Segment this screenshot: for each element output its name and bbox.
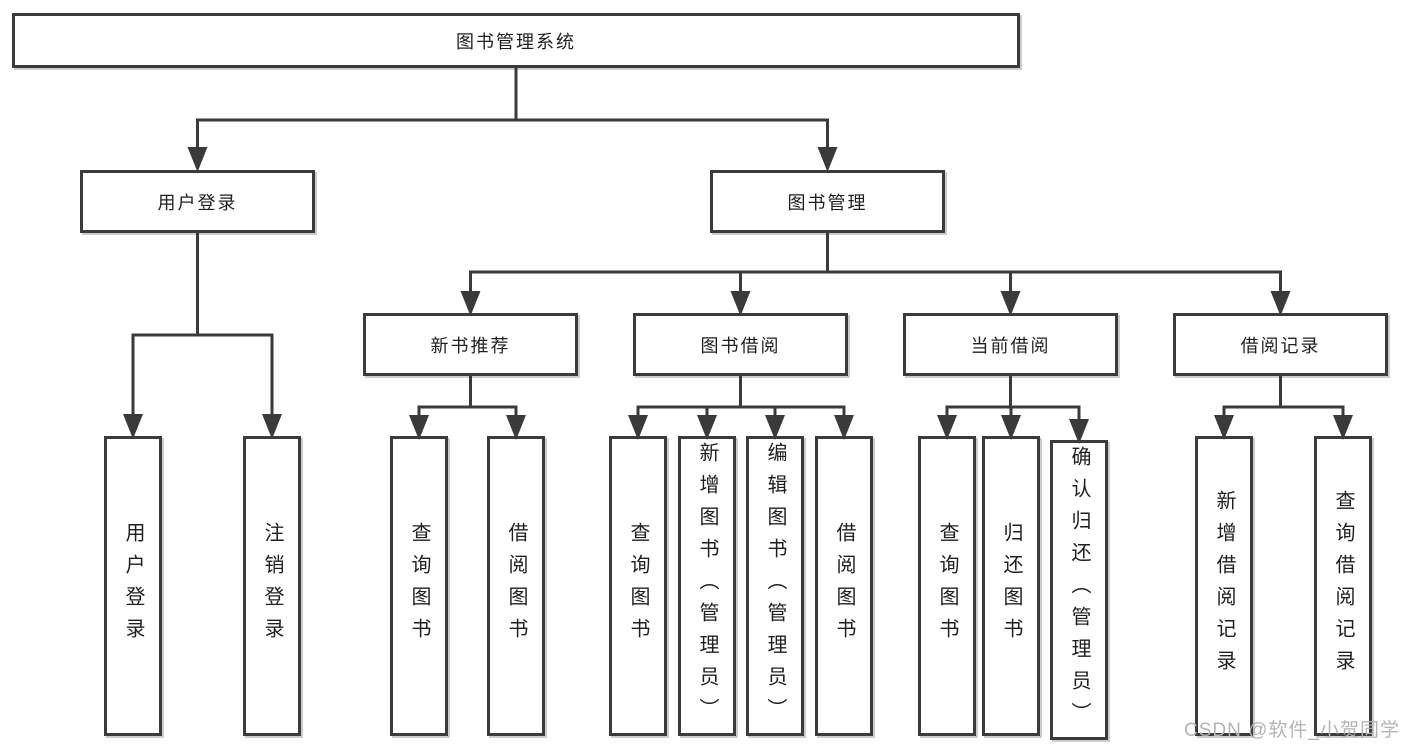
node-book-management: 图书管理 bbox=[710, 170, 945, 233]
leaf-newbook-borrow: 借阅图书 bbox=[487, 436, 545, 736]
leaf-record-query-label: 查询借阅记录 bbox=[1332, 490, 1354, 682]
leaf-borrow-query-label: 查询图书 bbox=[627, 522, 649, 650]
leaf-current-query-label: 查询图书 bbox=[936, 522, 958, 650]
leaf-borrow-book: 借阅图书 bbox=[815, 436, 873, 736]
node-new-book-recommend-label: 新书推荐 bbox=[430, 335, 511, 356]
leaf-record-query: 查询借阅记录 bbox=[1314, 436, 1372, 736]
node-book-borrow: 图书借阅 bbox=[633, 313, 848, 376]
node-user-login-label: 用户登录 bbox=[157, 192, 238, 213]
leaf-record-add-label: 新增借阅记录 bbox=[1213, 490, 1235, 682]
leaf-borrow-book-label: 借阅图书 bbox=[833, 522, 855, 650]
leaf-borrow-query: 查询图书 bbox=[609, 436, 667, 736]
node-current-borrow-label: 当前借阅 bbox=[970, 335, 1051, 356]
node-book-management-label: 图书管理 bbox=[787, 192, 868, 213]
leaf-newbook-query: 查询图书 bbox=[390, 436, 448, 736]
leaf-user-login-label: 用户登录 bbox=[122, 522, 144, 650]
node-root-label: 图书管理系统 bbox=[456, 31, 576, 52]
leaf-record-add: 新增借阅记录 bbox=[1195, 436, 1253, 736]
leaf-borrow-add-admin: 新增图书（管理员） bbox=[678, 436, 736, 736]
leaf-newbook-query-label: 查询图书 bbox=[408, 522, 430, 650]
leaf-logout-label: 注销登录 bbox=[261, 522, 283, 650]
leaf-confirm-return-admin-label: 确认归还（管理员） bbox=[1068, 446, 1090, 734]
node-user-login: 用户登录 bbox=[80, 170, 315, 233]
leaf-user-login: 用户登录 bbox=[104, 436, 162, 736]
leaf-borrow-edit-admin-label: 编辑图书（管理员） bbox=[764, 442, 786, 730]
node-root: 图书管理系统 bbox=[12, 13, 1020, 68]
leaf-borrow-edit-admin: 编辑图书（管理员） bbox=[746, 436, 804, 736]
leaf-newbook-borrow-label: 借阅图书 bbox=[505, 522, 527, 650]
leaf-borrow-add-admin-label: 新增图书（管理员） bbox=[696, 442, 718, 730]
leaf-confirm-return-admin: 确认归还（管理员） bbox=[1050, 440, 1108, 740]
node-current-borrow: 当前借阅 bbox=[903, 313, 1118, 376]
node-borrow-records-label: 借阅记录 bbox=[1240, 335, 1321, 356]
leaf-current-return-label: 归还图书 bbox=[1000, 522, 1022, 650]
node-book-borrow-label: 图书借阅 bbox=[700, 335, 781, 356]
node-new-book-recommend: 新书推荐 bbox=[363, 313, 578, 376]
leaf-logout: 注销登录 bbox=[243, 436, 301, 736]
csdn-watermark: CSDN @软件_小贺同学 bbox=[1184, 720, 1400, 741]
leaf-current-return: 归还图书 bbox=[982, 436, 1040, 736]
leaf-current-query: 查询图书 bbox=[918, 436, 976, 736]
node-borrow-records: 借阅记录 bbox=[1173, 313, 1388, 376]
